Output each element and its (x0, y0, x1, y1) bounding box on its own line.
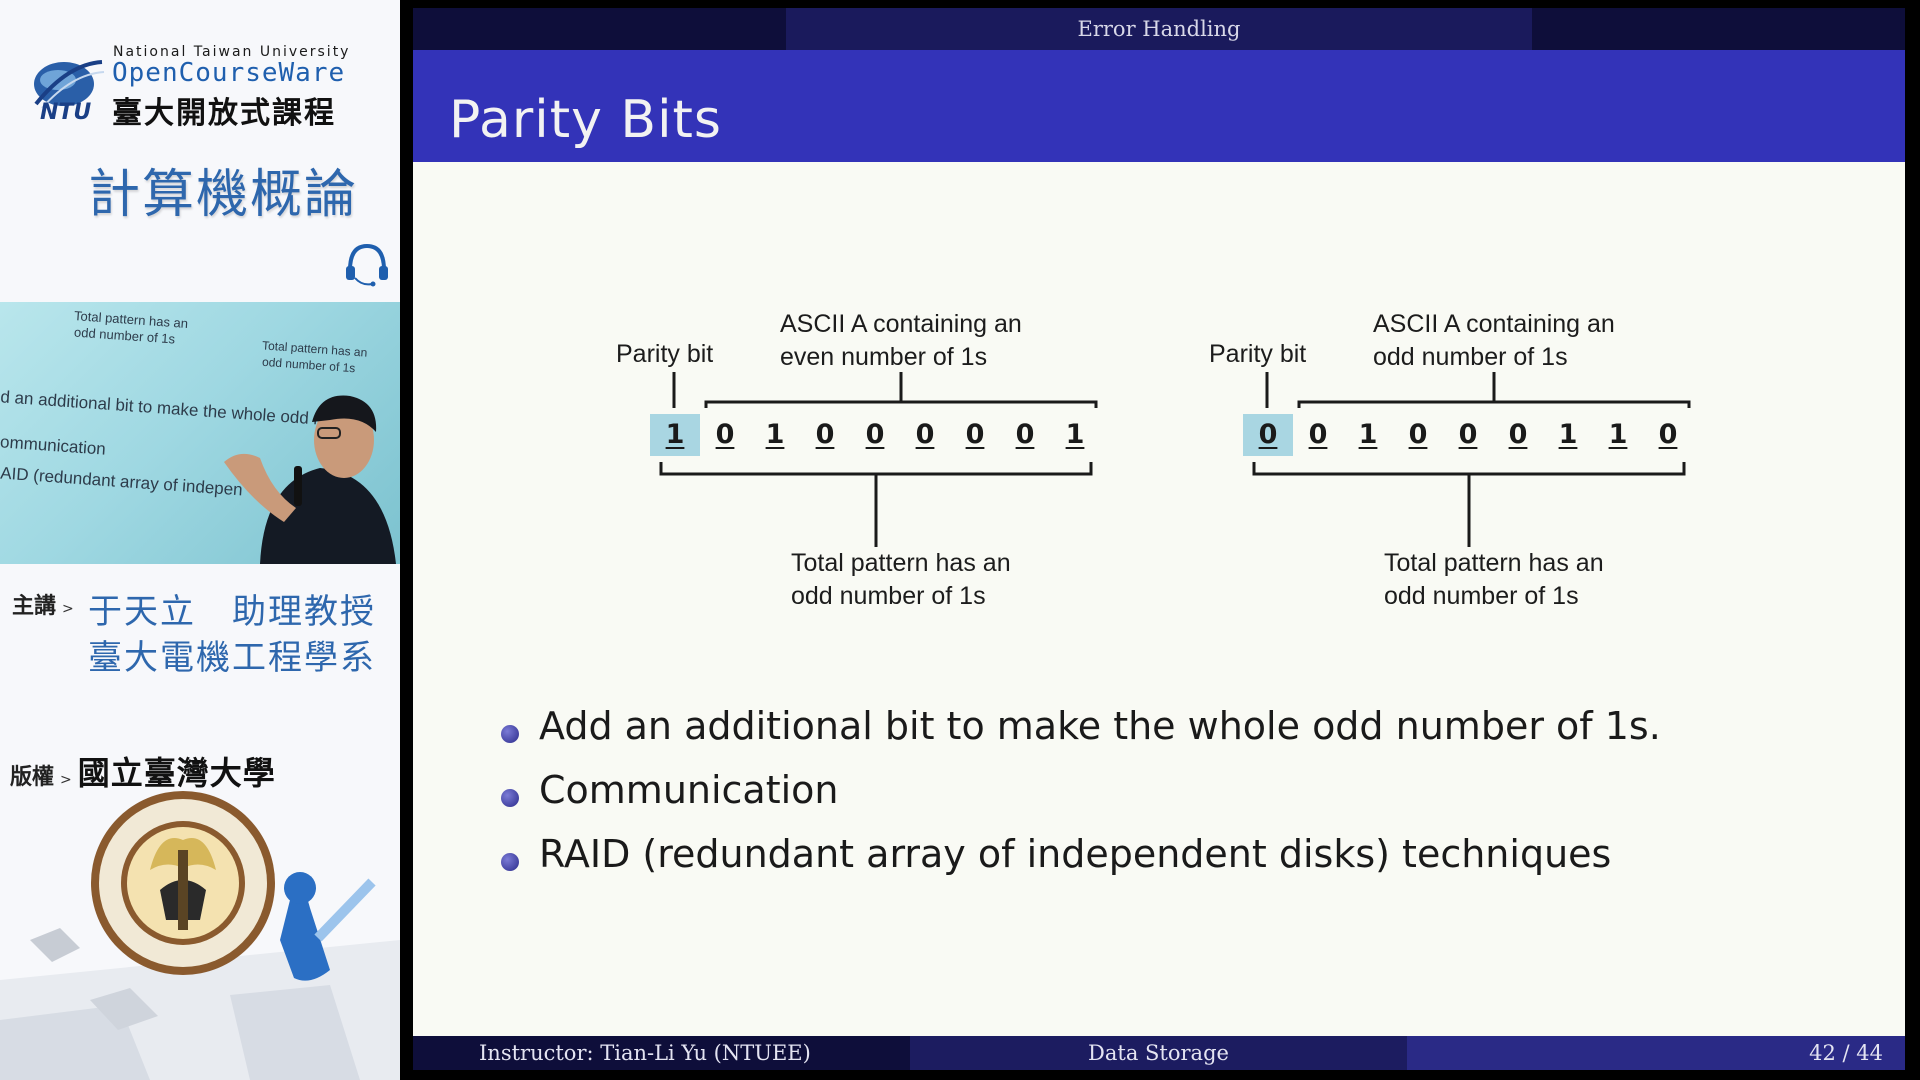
parity-bit-label: Parity bit (1209, 340, 1307, 368)
bit-cell: 0 (965, 419, 985, 450)
lecturer-name: 于天立 助理教授 (88, 592, 376, 632)
lecturer-key: 主講 (12, 594, 57, 619)
bullet-text: Communication (539, 768, 839, 812)
course-title: 計算機概論 (88, 165, 359, 225)
total-label-line1: Total pattern has an (1384, 549, 1604, 577)
bit-cell: 0 (815, 419, 835, 450)
bit-cell: 0 (1408, 419, 1428, 450)
bit-cell: 0 (865, 419, 885, 450)
bit-cell: 0 (1508, 419, 1528, 450)
lecturer-dept-row: 臺大電機工程學系 (88, 630, 376, 679)
bit-cell: 1 (1558, 419, 1578, 450)
data-label-line2: odd number of 1s (1373, 343, 1568, 371)
lecturer-name-row: 于天立 助理教授 (88, 584, 376, 633)
bit-cell: 0 (715, 419, 735, 450)
data-label-line1: ASCII A containing an (1373, 310, 1615, 338)
data-label-line2: even number of 1s (780, 343, 988, 371)
data-label-line1: ASCII A containing an (780, 310, 1022, 338)
bullet-dot-icon (501, 725, 519, 743)
ntu-ocw-logo-icon (28, 44, 108, 128)
footer-instructor: Instructor: Tian-Li Yu (NTUEE) (413, 1036, 910, 1070)
bit-cell: 1 (765, 419, 785, 450)
bit-cell: 0 (915, 419, 935, 450)
ntu-seal-icon (0, 791, 400, 1080)
bit-cell: 1 (1065, 419, 1085, 450)
bit-cell: 0 (1015, 419, 1035, 450)
bullet-text: RAID (redundant array of independent dis… (539, 832, 1612, 876)
parity-bit-cell: 1 (650, 414, 700, 456)
headset-icon (342, 240, 392, 294)
slide-title: Parity Bits (449, 90, 723, 150)
bullet-dot-icon (501, 853, 519, 871)
bit-cell: 1 (1358, 419, 1378, 450)
sidebar: NTU National Taiwan University OpenCours… (0, 0, 400, 1080)
total-label-line2: odd number of 1s (1384, 582, 1579, 610)
copyright-key: 版權 (10, 765, 55, 790)
total-label-line2: odd number of 1s (791, 582, 986, 610)
ocw-chinese-name: 臺大開放式課程 (112, 96, 336, 131)
copyright-holder: 國立臺灣大學 (77, 754, 276, 792)
slide-title-bar: Parity Bits (413, 50, 1905, 162)
section-tab-label: Error Handling (1077, 17, 1241, 41)
university-name: National Taiwan University (113, 44, 351, 60)
bit-cell: 0 (1458, 419, 1478, 450)
parity-bit-cell: 0 (1243, 414, 1293, 456)
bracket-lines (659, 372, 1691, 547)
chevron-right-icon: > (60, 772, 72, 788)
lecturer-department: 臺大電機工程學系 (88, 638, 376, 678)
section-tab-active[interactable] (786, 8, 1532, 50)
bit-cell: 0 (1308, 419, 1328, 450)
ocw-name: OpenCourseWare (112, 58, 346, 88)
copyright-info: 版權 > 國立臺灣大學 (10, 748, 276, 794)
bit-cell: 1 (1608, 419, 1628, 450)
bit-cell: 0 (1658, 419, 1678, 450)
lecturer-info: 主講 > (12, 588, 80, 620)
parity-bit-label: Parity bit (616, 340, 714, 368)
total-label-line1: Total pattern has an (791, 549, 1011, 577)
bullet-text: Add an additional bit to make the whole … (539, 704, 1661, 748)
ntu-mark: NTU (40, 100, 92, 125)
video-overlay-text: ommunication (0, 432, 107, 459)
footer-page-number: 42 / 44 (1407, 1036, 1905, 1070)
bullet-dot-icon (501, 789, 519, 807)
chevron-right-icon: > (62, 601, 74, 617)
slide-footer: Instructor: Tian-Li Yu (NTUEE) Data Stor… (413, 1036, 1905, 1070)
lecturer-figure (224, 395, 396, 564)
presentation-slide: Error Handling Parity Bits Parity bit AS… (413, 8, 1905, 1070)
lecture-video-thumbnail[interactable]: Total pattern has an odd number of 1s To… (0, 302, 400, 564)
footer-topic: Data Storage (910, 1036, 1407, 1070)
